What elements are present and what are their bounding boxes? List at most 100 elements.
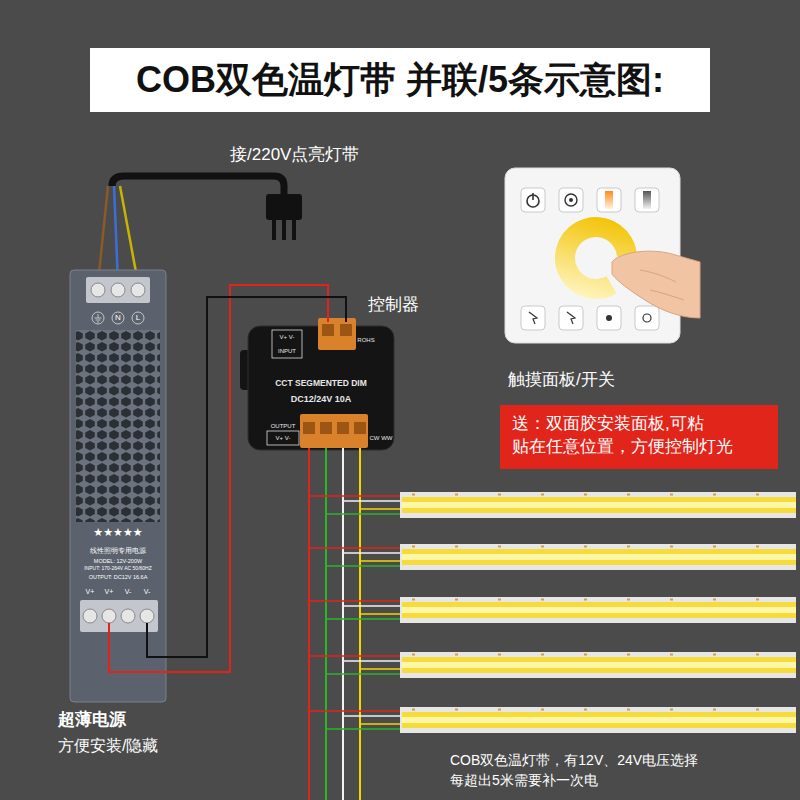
panel-key <box>635 188 659 212</box>
cob-glow <box>402 549 796 565</box>
branch-wire <box>326 513 402 515</box>
earth-wire <box>120 186 138 283</box>
branch-wire <box>343 715 402 717</box>
branch-wire <box>309 600 402 602</box>
node-text: N <box>115 314 121 323</box>
key-icon <box>567 312 575 324</box>
power-icon <box>532 193 534 200</box>
honeycomb-vent <box>76 330 160 522</box>
terminal-screw <box>303 422 315 434</box>
terminal-screw <box>337 422 349 434</box>
strip-note: COB双色温灯带，有12V、24V电压选择 每超出5米需要补一次电 <box>450 750 770 791</box>
terminal-screw <box>131 283 145 297</box>
terminal-screw <box>111 283 125 297</box>
branch-wire <box>309 495 402 497</box>
branch-wire <box>309 655 402 657</box>
branch-wire <box>360 613 402 615</box>
bus-wire <box>308 448 310 800</box>
cob-glow <box>402 712 796 728</box>
node-text: MODEL: 12V-200W <box>94 558 142 564</box>
branch-wire <box>360 508 402 510</box>
node-text: 送：双面胶安装面板,可粘 贴在任意位置，方便控制灯光 <box>512 413 740 459</box>
part-name: 控制器 <box>368 293 419 318</box>
key-icon <box>606 315 612 321</box>
node-text: ROHS <box>357 337 374 344</box>
output-terminal <box>300 414 368 448</box>
cool-bar-icon <box>643 191 651 209</box>
mains-cable <box>112 176 284 196</box>
branch-wire <box>343 605 402 607</box>
cut-marks <box>412 494 796 496</box>
node-text: ★★★★★ <box>93 526 142 538</box>
input-terminal <box>318 318 356 350</box>
output-mark-box <box>267 431 299 445</box>
red-wire-stub <box>109 623 166 672</box>
terminal-mark <box>92 312 104 324</box>
cob-glow-core <box>402 717 796 723</box>
branch-wire <box>360 723 402 725</box>
terminal-screw <box>320 422 332 434</box>
black-wire-stub <box>147 623 166 657</box>
panel-key <box>597 306 621 330</box>
cob-glow <box>402 497 796 513</box>
cob-glow-core <box>402 554 796 560</box>
terminal-screw <box>140 609 154 623</box>
pointing-hand <box>612 251 700 318</box>
cob-glow-core <box>402 502 796 508</box>
plug-pin <box>272 220 276 240</box>
terminal-screw <box>322 324 334 336</box>
hand-crease <box>640 270 684 300</box>
node-text: 线性照明专用电源 <box>90 547 146 555</box>
node-text: OUTPUT <box>271 423 296 430</box>
panel-key <box>635 306 659 330</box>
node-text: OUTPUT: DC12V 16.6A <box>89 574 148 580</box>
cob-glow <box>402 602 796 618</box>
node-text: INPUT: 170-264V AC 50/60HZ <box>84 566 152 572</box>
cob-glow <box>402 657 796 673</box>
node-text: V+ V- <box>276 435 291 442</box>
node-text: CW WW <box>370 435 393 442</box>
cob-glow-core <box>402 662 796 668</box>
red-power-wire <box>166 285 328 672</box>
led-strip <box>400 597 796 623</box>
cob-glow-core <box>402 607 796 613</box>
branch-wire <box>326 618 402 620</box>
key-icon <box>529 312 537 324</box>
node-text: V- <box>125 588 132 596</box>
controller-box: V+ V-INPUTROHSCCT SEGMENTED DIMDC12/24V … <box>248 322 394 452</box>
brown-wire <box>98 186 108 283</box>
part-name: 超薄电源 <box>58 708 126 733</box>
terminal-screw <box>91 283 105 297</box>
branch-wire <box>360 560 402 562</box>
input-terminal-block <box>86 277 150 303</box>
led-strip <box>400 492 796 518</box>
branch-wire <box>309 547 402 549</box>
led-strip <box>400 652 796 678</box>
part-note: 方便安装/隐藏 <box>58 734 158 757</box>
node-text: V+ V- <box>280 334 295 341</box>
cut-marks <box>412 654 796 656</box>
power-supply-body <box>70 270 166 702</box>
warm-bar-icon <box>605 191 613 209</box>
branch-wire <box>326 728 402 730</box>
terminal-screw <box>83 609 97 623</box>
terminal-mark <box>132 312 144 324</box>
plug-pin <box>282 220 286 240</box>
branch-wire <box>360 668 402 670</box>
branch-wire <box>343 500 402 502</box>
earth-symbol <box>95 314 102 322</box>
part-name: 触摸面板/开关 <box>508 368 615 393</box>
plug-pin <box>292 220 296 240</box>
power-supply-box: NL★★★★★线性照明专用电源MODEL: 12V-200WINPUT: 170… <box>70 270 166 702</box>
terminal-screw <box>121 609 135 623</box>
led-strip <box>400 707 796 733</box>
terminal-mark <box>112 312 124 324</box>
cut-marks <box>412 599 796 601</box>
panel-key <box>559 188 583 212</box>
cable-note: 接/220V点亮灯带 <box>230 143 359 168</box>
branch-wire <box>343 660 402 662</box>
title-banner: COB双色温灯带 并联/5条示意图: <box>90 48 710 112</box>
